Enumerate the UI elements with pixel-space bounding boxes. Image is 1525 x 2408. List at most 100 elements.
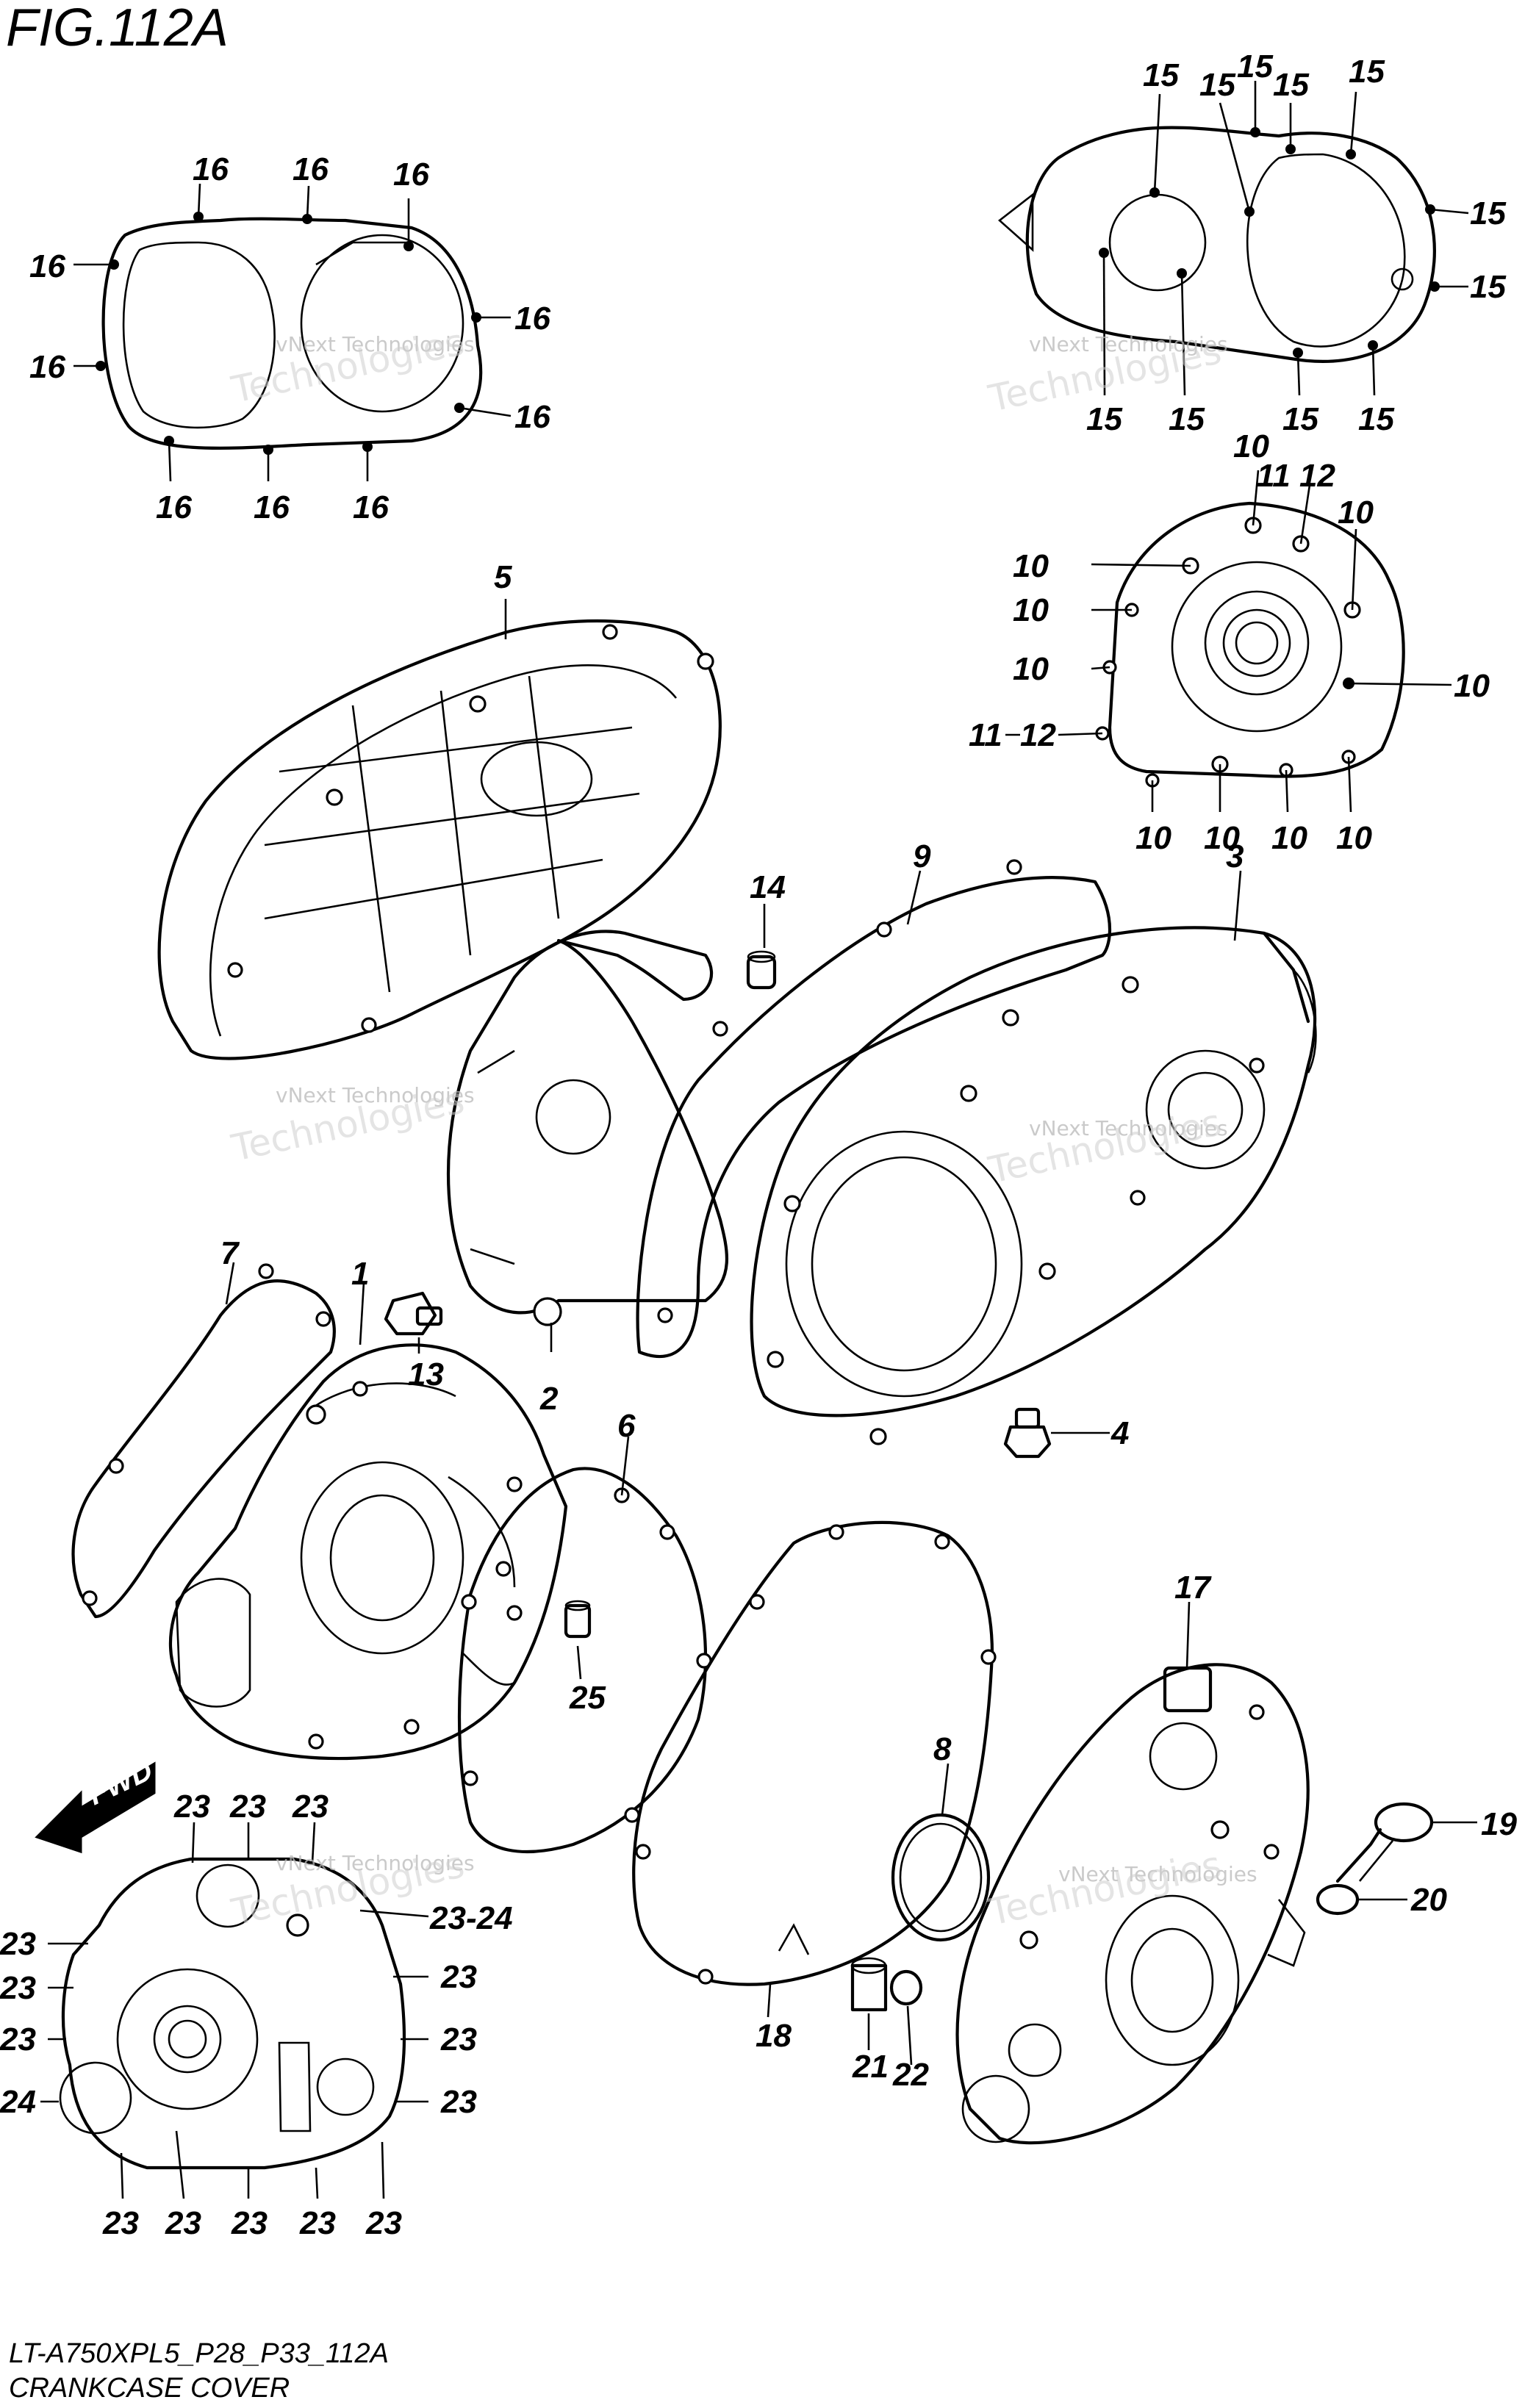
callout-10: 10: [1271, 820, 1307, 856]
callout-11: 11: [1257, 458, 1291, 494]
leaders-10: [1058, 470, 1452, 813]
svg-text:vNext Technologies: vNext Technologies: [1058, 1862, 1257, 1886]
figure-title: FIG.112A: [6, 0, 229, 57]
oring-8: [891, 1813, 991, 1942]
callout-23: 23: [440, 1959, 477, 1995]
callout-23: 23: [365, 2205, 402, 2241]
callout-23: 23: [0, 2021, 36, 2057]
callout-2: 2: [539, 1381, 559, 1417]
callout-23: 23: [231, 2205, 268, 2241]
plug-21: [850, 1957, 888, 2012]
callout-23: 23: [0, 1970, 36, 2006]
callout-17: 17: [1174, 1570, 1212, 1606]
callout-15: 15: [1143, 57, 1179, 93]
leaders-16: [73, 183, 512, 482]
callout-15: 15: [1470, 269, 1506, 305]
callout-4: 4: [1110, 1415, 1129, 1451]
leaders-15: [1102, 81, 1469, 396]
callout-23: 23: [440, 2021, 477, 2057]
callout-16: 16: [156, 489, 192, 525]
gasket-9: [636, 859, 1111, 1359]
bolt-holes-15: [1099, 127, 1440, 358]
callout-23: 23: [229, 1789, 266, 1825]
forward-direction-arrow: FWD: [35, 1754, 157, 1854]
callout-15: 15: [1349, 54, 1385, 90]
callout-15: 15: [1273, 67, 1309, 103]
callout-16: 16: [29, 248, 65, 284]
bolt-holes-10: [1095, 517, 1361, 788]
callout-14: 14: [750, 869, 786, 905]
callout-25: 25: [569, 1680, 606, 1716]
callout-16: 16: [393, 157, 429, 193]
callout-22: 22: [892, 2057, 929, 2093]
callout-15: 15: [1199, 67, 1235, 103]
callout-10: 10: [1233, 428, 1269, 464]
cap-19: [1335, 1802, 1434, 1883]
callout-16: 16: [514, 301, 550, 337]
svg-text:Technologies: Technologies: [984, 1843, 1224, 1934]
callout-18: 18: [756, 2018, 792, 2054]
callout-23: 23: [292, 1789, 329, 1825]
callout-5: 5: [494, 559, 512, 595]
oring-20: [1316, 1883, 1360, 1916]
callout-10: 10: [1013, 548, 1049, 584]
svg-text:vNext Technologies: vNext Technologies: [276, 332, 475, 356]
bolt-13: [384, 1291, 443, 1336]
callout-12: 12: [1299, 458, 1335, 494]
svg-text:vNext Technologies: vNext Technologies: [1029, 1116, 1228, 1140]
gasket-6: [457, 1467, 712, 1854]
callout-15: 15: [1169, 401, 1205, 437]
callout-6: 6: [617, 1408, 636, 1444]
callout-15: 15: [1470, 195, 1506, 231]
svg-text:Technologies: Technologies: [984, 1101, 1224, 1192]
callout-19: 19: [1481, 1806, 1517, 1842]
callout-21: 21: [852, 2049, 889, 2085]
callout-15: 15: [1086, 401, 1122, 437]
pump-cover-23: [59, 1857, 406, 2170]
callout-8: 8: [933, 1731, 952, 1767]
watermark: vNext Technologies vNext Technologies vN…: [227, 320, 1257, 1934]
callout-23: 23: [165, 2205, 201, 2241]
callout-23: 23: [440, 2084, 477, 2120]
svg-text:vNext Technologies: vNext Technologies: [276, 1083, 475, 1107]
callout-1: 1: [351, 1256, 369, 1292]
washer-22: [889, 1969, 923, 2006]
callout-10: 10: [1013, 651, 1049, 687]
callout-16: 16: [293, 151, 329, 187]
callout-7: 7: [220, 1235, 240, 1271]
callout-23-24: 23-24: [429, 1900, 513, 1936]
gasket-18: [632, 1520, 997, 1986]
callout-23: 23: [0, 1926, 36, 1962]
callout-23: 23: [102, 2205, 139, 2241]
outer-cover-15: [997, 126, 1440, 363]
leaders-23: [40, 1822, 429, 2199]
cover-5: [157, 619, 722, 1060]
callout-10: 10: [1135, 820, 1171, 856]
dowel-25: [564, 1600, 592, 1639]
callout-23: 23: [299, 2205, 336, 2241]
callout-9: 9: [913, 838, 931, 874]
callout-24: 24: [0, 2084, 36, 2120]
inner-cover-2: [446, 930, 728, 1326]
callout-15: 15: [1282, 401, 1318, 437]
cover-3: [750, 926, 1317, 1445]
callout-3: 3: [1226, 838, 1244, 874]
callout-16: 16: [193, 151, 229, 187]
model-code: LT-A750XPL5_P28_P33_112A: [9, 2338, 389, 2369]
svg-text:vNext Technologies: vNext Technologies: [1029, 332, 1228, 356]
gasket-7: [71, 1263, 336, 1619]
callout-20: 20: [1410, 1882, 1447, 1918]
callout-11: 11: [969, 717, 1002, 753]
svg-text:vNext Technologies: vNext Technologies: [276, 1851, 475, 1875]
callout-10: 10: [1454, 668, 1490, 704]
callout-16: 16: [353, 489, 389, 525]
callout-16: 16: [254, 489, 290, 525]
callout-10: 10: [1338, 495, 1374, 531]
callout-15: 15: [1237, 48, 1273, 85]
callout-15: 15: [1358, 401, 1394, 437]
callout-12: 12: [1020, 717, 1056, 753]
callout-23: 23: [173, 1789, 210, 1825]
callout-16: 16: [514, 399, 550, 435]
callout-16: 16: [29, 349, 65, 385]
